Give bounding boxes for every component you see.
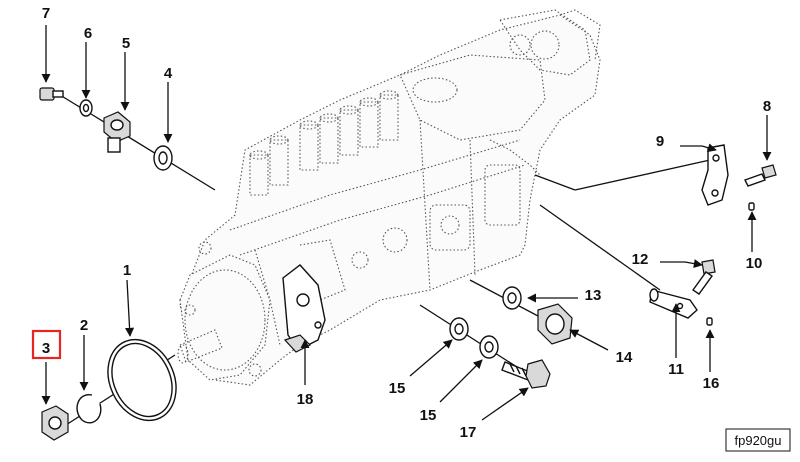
figure-reference-label: fp920gu [735,433,782,448]
part-pin-10 [748,202,755,211]
part-fitting [103,111,131,153]
callout-7: 7 [42,5,50,22]
callout-15-upper: 15 [389,380,406,397]
callout-1: 1 [123,262,131,279]
part-lever [701,144,729,206]
part-shaft [649,288,698,319]
part-lock-washer [76,394,102,424]
part-washer-15b [479,335,499,359]
callout-18: 18 [297,391,314,408]
callout-3: 3 [42,340,50,357]
callout-4: 4 [164,65,173,82]
highlight-box-callout-3 [31,329,62,360]
part-washer-13 [502,286,522,310]
injection-pump-outline [177,9,601,386]
part-bleed-screw [39,87,64,101]
part-washer-15a [449,317,469,341]
part-screw-8 [744,164,777,187]
callout-16: 16 [703,375,720,392]
part-hex-nut [41,405,69,441]
part-washer [153,145,173,171]
part-screw-12 [692,259,716,295]
callout-2: 2 [80,317,88,334]
callout-12: 12 [632,251,649,268]
part-pin-16 [706,317,713,326]
callout-15-lower: 15 [420,407,437,424]
callout-9: 9 [656,133,664,150]
callout-8: 8 [763,98,771,115]
callout-10: 10 [746,255,763,272]
part-sealing-washer-small [79,99,93,117]
part-o-ring [107,338,177,422]
part-plug [537,303,573,345]
callout-11: 11 [668,361,684,378]
callout-5: 5 [122,35,130,52]
callout-14: 14 [616,349,633,366]
leader-lines [41,25,772,421]
callout-6: 6 [84,25,92,42]
part-banjo-bolt [501,359,551,389]
figure-reference: fp920gu [725,428,791,452]
callout-17: 17 [460,424,477,441]
callout-labels: 7 6 5 4 8 9 10 12 13 14 11 16 15 15 17 1… [42,5,771,441]
callout-13: 13 [585,287,602,304]
